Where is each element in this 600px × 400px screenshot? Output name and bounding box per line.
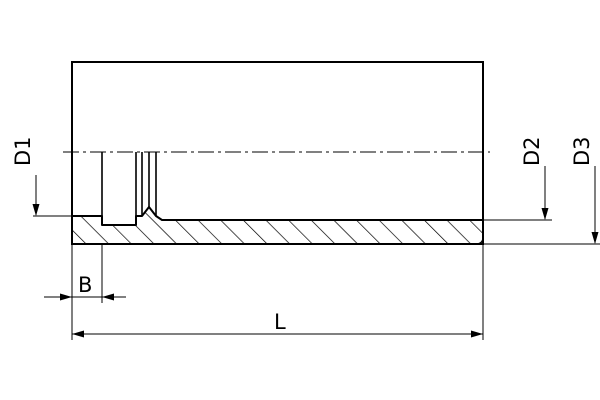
corner-radius <box>475 236 484 245</box>
dimension-l: L <box>72 310 483 338</box>
label-d2: D2 <box>520 136 544 166</box>
dimension-b: B <box>44 273 126 301</box>
extension-lines <box>71 244 484 340</box>
groove-lines <box>101 152 157 216</box>
section-hatch <box>72 207 483 244</box>
label-d3: D3 <box>570 136 594 166</box>
label-d1: D1 <box>11 136 35 166</box>
dimension-d1: D1 <box>11 136 72 217</box>
label-b: B <box>78 273 92 297</box>
label-l: L <box>274 310 286 334</box>
dimension-d2: D2 <box>483 136 552 221</box>
body-outline <box>71 61 484 245</box>
dimension-d3: D3 <box>483 136 600 245</box>
